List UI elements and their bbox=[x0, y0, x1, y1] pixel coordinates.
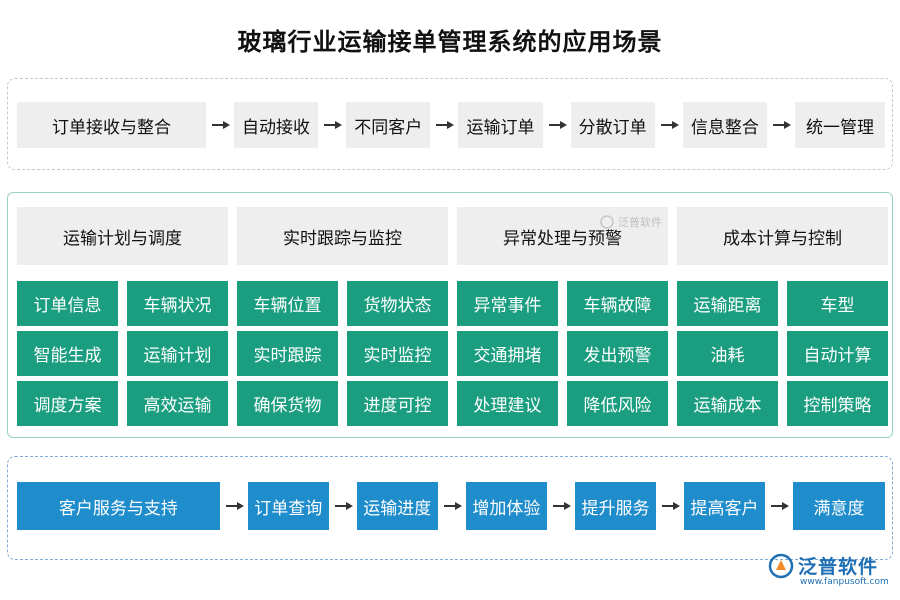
feature-cell: 异常事件 bbox=[457, 281, 558, 326]
flow-step-order-intake: 订单接收与整合 bbox=[17, 102, 206, 148]
flow-step-order-query: 订单查询 bbox=[247, 482, 329, 530]
arrow-right-icon bbox=[765, 483, 793, 529]
feature-cell: 运输距离 bbox=[677, 281, 778, 326]
brand-logo-icon bbox=[768, 553, 794, 578]
brand-logo: 泛普软件 bbox=[768, 552, 878, 579]
column-header: 运输计划与调度 bbox=[17, 207, 228, 265]
column-header: 实时跟踪与监控 bbox=[237, 207, 448, 265]
customer-service-flow: 客户服务与支持 订单查询 运输进度 增加体验 提升服务 提高客户 满意度 bbox=[17, 482, 886, 530]
feature-cell: 降低风险 bbox=[567, 381, 668, 426]
flow-step-transport-progress: 运输进度 bbox=[356, 482, 438, 530]
feature-cell: 确保货物 bbox=[237, 381, 338, 426]
flow-step-unified-management: 统一管理 bbox=[794, 102, 886, 148]
feature-cell: 交通拥堵 bbox=[457, 331, 558, 376]
flow-step-scattered-orders: 分散订单 bbox=[570, 102, 655, 148]
feature-cell: 车辆故障 bbox=[567, 281, 668, 326]
feature-cell: 运输成本 bbox=[677, 381, 778, 426]
feature-cell: 调度方案 bbox=[17, 381, 118, 426]
watermark-logo-icon bbox=[600, 215, 614, 229]
watermark-text: 泛普软件 bbox=[618, 216, 662, 229]
feature-cell: 控制策略 bbox=[787, 381, 888, 426]
flow-step-enhance-service: 提升服务 bbox=[574, 482, 656, 530]
flow-step-customer-service: 客户服务与支持 bbox=[17, 482, 220, 530]
arrow-right-icon bbox=[206, 102, 234, 148]
feature-cell: 运输计划 bbox=[127, 331, 228, 376]
feature-cell: 发出预警 bbox=[567, 331, 668, 376]
column-header: 异常处理与预警 bbox=[457, 207, 668, 265]
flow-step-different-customers: 不同客户 bbox=[346, 102, 431, 148]
arrow-right-icon bbox=[220, 483, 248, 529]
arrow-right-icon bbox=[547, 483, 575, 529]
feature-cell: 实时监控 bbox=[347, 331, 448, 376]
feature-cell: 油耗 bbox=[677, 331, 778, 376]
arrow-right-icon bbox=[430, 102, 458, 148]
brand-url: www.fanpusoft.com bbox=[800, 577, 889, 587]
feature-cell: 车辆状况 bbox=[127, 281, 228, 326]
feature-cell: 高效运输 bbox=[127, 381, 228, 426]
flow-step-satisfaction: 满意度 bbox=[793, 482, 886, 530]
feature-cell: 车辆位置 bbox=[237, 281, 338, 326]
flow-step-transport-orders: 运输订单 bbox=[458, 102, 543, 148]
column-cost-control: 成本计算与控制 运输距离 车型 油耗 自动计算 运输成本 控制策略 bbox=[677, 207, 888, 426]
arrow-right-icon bbox=[767, 102, 795, 148]
column-transport-planning: 运输计划与调度 订单信息 车辆状况 智能生成 运输计划 调度方案 高效运输 bbox=[17, 207, 228, 426]
arrow-right-icon bbox=[655, 102, 683, 148]
feature-cell: 智能生成 bbox=[17, 331, 118, 376]
arrow-right-icon bbox=[438, 483, 466, 529]
flow-step-raise-customer: 提高客户 bbox=[684, 482, 766, 530]
column-header: 成本计算与控制 bbox=[677, 207, 888, 265]
page-title: 玻璃行业运输接单管理系统的应用场景 bbox=[237, 28, 663, 56]
feature-cell: 进度可控 bbox=[347, 381, 448, 426]
arrow-right-icon bbox=[318, 102, 346, 148]
column-exception-handling: 异常处理与预警 异常事件 车辆故障 交通拥堵 发出预警 处理建议 降低风险 bbox=[457, 207, 668, 426]
arrow-right-icon bbox=[543, 102, 571, 148]
column-realtime-tracking: 实时跟踪与监控 车辆位置 货物状态 实时跟踪 实时监控 确保货物 进度可控 bbox=[237, 207, 448, 426]
arrow-right-icon bbox=[329, 483, 357, 529]
arrow-right-icon bbox=[656, 483, 684, 529]
brand-name: 泛普软件 bbox=[798, 556, 879, 578]
flow-step-improve-experience: 增加体验 bbox=[465, 482, 547, 530]
core-functions-section bbox=[7, 192, 893, 438]
feature-cell: 处理建议 bbox=[457, 381, 558, 426]
watermark: 泛普软件 bbox=[600, 214, 662, 230]
order-intake-section bbox=[7, 78, 893, 170]
feature-cell: 车型 bbox=[787, 281, 888, 326]
feature-cell: 订单信息 bbox=[17, 281, 118, 326]
customer-service-section bbox=[7, 456, 893, 560]
flow-step-info-integration: 信息整合 bbox=[682, 102, 767, 148]
feature-cell: 实时跟踪 bbox=[237, 331, 338, 376]
feature-cell: 自动计算 bbox=[787, 331, 888, 376]
flow-step-auto-receive: 自动接收 bbox=[233, 102, 319, 148]
order-intake-flow: 订单接收与整合 自动接收 不同客户 运输订单 分散订单 信息整合 统一管理 bbox=[17, 102, 886, 148]
feature-cell: 货物状态 bbox=[347, 281, 448, 326]
